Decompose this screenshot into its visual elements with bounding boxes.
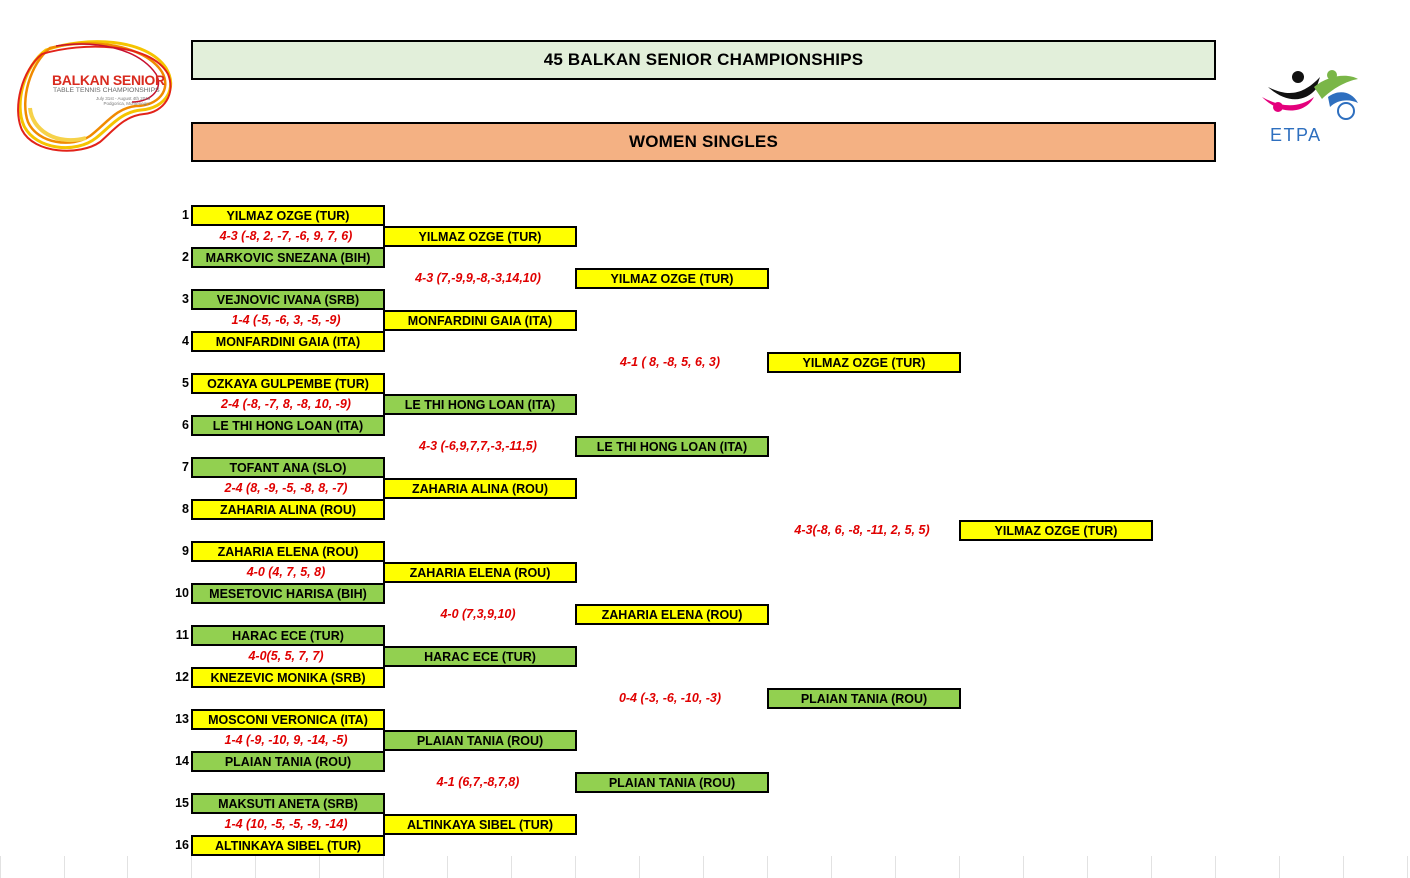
seed-number: 5 <box>182 376 189 390</box>
match-score: 4-3 (-8, 2, -7, -6, 9, 7, 6) <box>219 229 353 243</box>
gridline <box>1023 856 1024 878</box>
gridline <box>703 856 704 878</box>
gridline <box>639 856 640 878</box>
gridline <box>831 856 832 878</box>
round1-player: MARKOVIC SNEZANA (BIH) <box>191 247 385 268</box>
seed-number: 10 <box>175 586 189 600</box>
seed-number: 7 <box>182 460 189 474</box>
round1-player: OZKAYA GULPEMBE (TUR) <box>191 373 385 394</box>
gridline <box>383 856 384 878</box>
seed-number: 8 <box>182 502 189 516</box>
round1-player: LE THI HONG LOAN (ITA) <box>191 415 385 436</box>
match-score: 4-0 (4, 7, 5, 8) <box>246 565 326 579</box>
round3-player: LE THI HONG LOAN (ITA) <box>575 436 769 457</box>
balkan-logo-line3: July 31st - August 4th 2019 <box>96 96 151 101</box>
round1-player: MOSCONI VERONICA (ITA) <box>191 709 385 730</box>
match-score: 4-1 ( 8, -8, 5, 6, 3) <box>619 355 721 369</box>
gridline <box>895 856 896 878</box>
seed-number: 11 <box>175 628 189 642</box>
round2-player: YILMAZ OZGE (TUR) <box>383 226 577 247</box>
seed-number: 16 <box>175 838 189 852</box>
match-score: 4-0(5, 5, 7, 7) <box>248 649 324 663</box>
gridline <box>511 856 512 878</box>
round3-player: ZAHARIA ELENA (ROU) <box>575 604 769 625</box>
championship-title: 45 BALKAN SENIOR CHAMPIONSHIPS <box>191 40 1216 80</box>
round2-player: PLAIAN TANIA (ROU) <box>383 730 577 751</box>
round1-player: ZAHARIA ELENA (ROU) <box>191 541 385 562</box>
match-score: 4-3 (7,-9,9,-8,-3,14,10) <box>415 271 541 285</box>
gridline <box>1087 856 1088 878</box>
round1-player: ZAHARIA ALINA (ROU) <box>191 499 385 520</box>
etpa-logo-text: ETPA <box>1270 125 1322 145</box>
event-title: WOMEN SINGLES <box>191 122 1216 162</box>
gridline <box>1279 856 1280 878</box>
match-score: 1-4 (10, -5, -5, -9, -14) <box>224 817 348 831</box>
balkan-logo-dates: July 31st - August 4th 2019 Podgorica, M… <box>96 96 150 106</box>
seed-number: 6 <box>182 418 189 432</box>
round2-player: ZAHARIA ELENA (ROU) <box>383 562 577 583</box>
match-score: 1-4 (-5, -6, 3, -5, -9) <box>231 313 341 327</box>
gridline <box>1215 856 1216 878</box>
seed-number: 12 <box>175 670 189 684</box>
round1-player: TOFANT ANA (SLO) <box>191 457 385 478</box>
gridline <box>1343 856 1344 878</box>
round1-player: MONFARDINI GAIA (ITA) <box>191 331 385 352</box>
gridline <box>127 856 128 878</box>
match-score: 4-3(-8, 6, -8, -11, 2, 5, 5) <box>794 523 930 537</box>
match-score: 0-4 (-3, -6, -10, -3) <box>618 691 722 705</box>
round1-player: MAKSUTI ANETA (SRB) <box>191 793 385 814</box>
gridline <box>959 856 960 878</box>
gridline <box>64 856 65 878</box>
round1-player: PLAIAN TANIA (ROU) <box>191 751 385 772</box>
balkan-senior-logo: BALKAN SENIOR TABLE TENNIS CHAMPIONSHIPS… <box>16 38 176 156</box>
swirl-logo-icon <box>17 40 173 152</box>
gridline <box>447 856 448 878</box>
match-score: 4-1 (6,7,-8,7,8) <box>436 775 520 789</box>
seed-number: 2 <box>182 250 189 264</box>
seed-number: 9 <box>182 544 189 558</box>
etpa-logo: ETPA <box>1258 67 1362 145</box>
match-score: 4-0 (7,3,9,10) <box>440 607 516 621</box>
seed-number: 15 <box>175 796 189 810</box>
gridline <box>255 856 256 878</box>
round3-player: YILMAZ OZGE (TUR) <box>575 268 769 289</box>
round1-player: VEJNOVIC IVANA (SRB) <box>191 289 385 310</box>
gridline <box>319 856 320 878</box>
gridline <box>0 856 1 878</box>
etpa-figures-icon <box>1262 70 1358 120</box>
gridline <box>1151 856 1152 878</box>
round3-player: PLAIAN TANIA (ROU) <box>575 772 769 793</box>
round1-player: HARAC ECE (TUR) <box>191 625 385 646</box>
round2-player: HARAC ECE (TUR) <box>383 646 577 667</box>
round2-player: LE THI HONG LOAN (ITA) <box>383 394 577 415</box>
seed-number: 13 <box>175 712 189 726</box>
gridline <box>767 856 768 878</box>
round2-player: ZAHARIA ALINA (ROU) <box>383 478 577 499</box>
round4-player: YILMAZ OZGE (TUR) <box>767 352 961 373</box>
seed-number: 1 <box>182 208 189 222</box>
balkan-logo-line2: TABLE TENNIS CHAMPIONSHIPS <box>53 87 160 94</box>
round4-player: PLAIAN TANIA (ROU) <box>767 688 961 709</box>
round1-player: MESETOVIC HARISA (BIH) <box>191 583 385 604</box>
round2-player: MONFARDINI GAIA (ITA) <box>383 310 577 331</box>
seed-number: 14 <box>175 754 189 768</box>
seed-number: 4 <box>182 334 189 348</box>
seed-number: 3 <box>182 292 189 306</box>
match-score: 2-4 (8, -9, -5, -8, 8, -7) <box>224 481 348 495</box>
gridline <box>1407 856 1408 878</box>
gridline <box>575 856 576 878</box>
match-score: 2-4 (-8, -7, 8, -8, 10, -9) <box>221 397 351 411</box>
round1-player: YILMAZ OZGE (TUR) <box>191 205 385 226</box>
round1-player: ALTINKAYA SIBEL (TUR) <box>191 835 385 856</box>
balkan-logo-line4: Podgorica, Montenegro <box>103 101 151 106</box>
match-score: 1-4 (-9, -10, 9, -14, -5) <box>224 733 348 747</box>
round2-player: ALTINKAYA SIBEL (TUR) <box>383 814 577 835</box>
sheet-gridlines <box>0 856 1410 878</box>
champion: YILMAZ OZGE (TUR) <box>959 520 1153 541</box>
balkan-logo-line1: BALKAN SENIOR <box>52 72 165 88</box>
match-score: 4-3 (-6,9,7,7,-3,-11,5) <box>419 439 537 453</box>
round1-player: KNEZEVIC MONIKA (SRB) <box>191 667 385 688</box>
gridline <box>191 856 192 878</box>
